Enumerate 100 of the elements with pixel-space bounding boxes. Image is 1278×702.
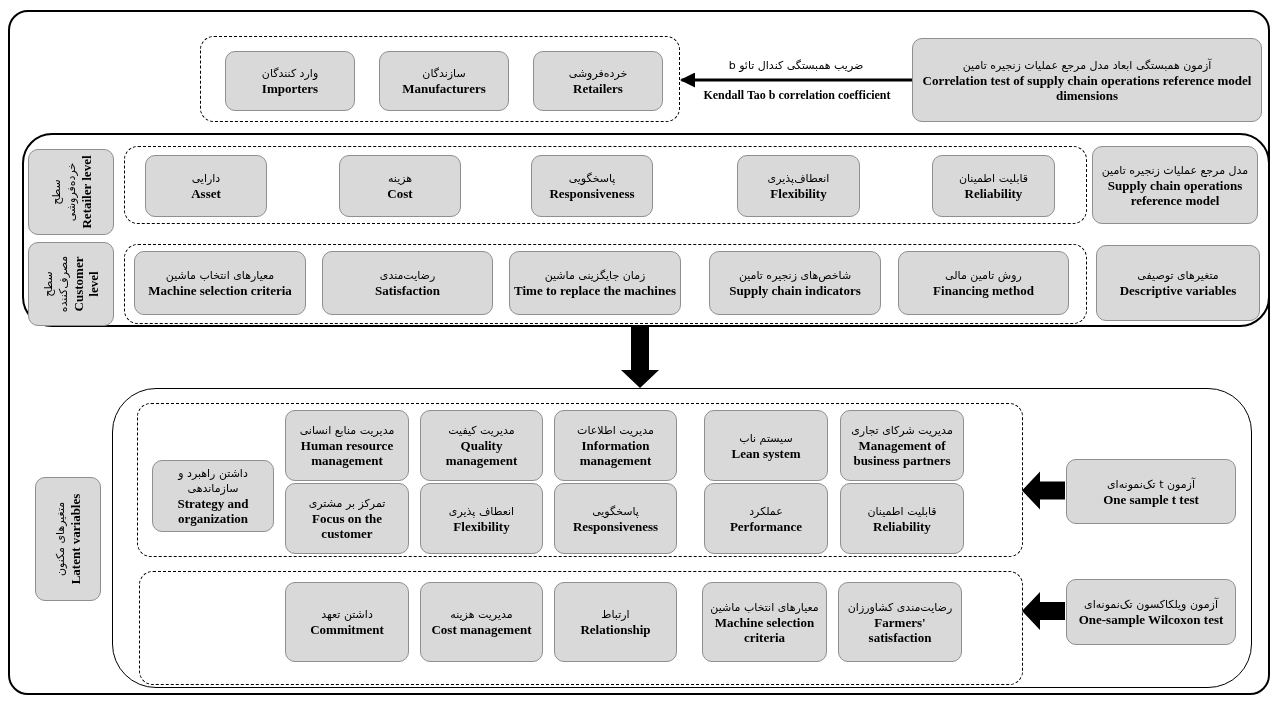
variable-box	[1066, 579, 1236, 645]
variable-box	[134, 251, 306, 315]
variable-box	[554, 410, 677, 481]
variable-box	[704, 483, 828, 554]
persian-label: رضایت‌مندی	[379, 268, 436, 283]
persian-label: متغیرهای توصیفی	[1137, 268, 1219, 283]
persian-label: عملکرد	[749, 503, 783, 519]
english-label: Reliability	[873, 518, 931, 534]
edge-label: Kendall Tao b correlation coefficient	[702, 88, 892, 103]
dashed-group	[139, 571, 1023, 685]
english-label: Supply chain indicators	[729, 283, 861, 298]
persian-label: هزینه	[387, 171, 413, 186]
persian-label: آزمون همبستگی ابعاد مدل مرجع عملیات زنجیره تامین	[962, 57, 1212, 73]
english-label: Strategy and organization	[176, 496, 250, 526]
persian-label: متغیرهای مکنون	[53, 501, 68, 577]
persian-label: داشتن راهبرد و سازماندهی	[176, 466, 249, 496]
persian-label: معیارهای انتخاب ماشین	[710, 599, 819, 615]
persian-label: سطح مصرف‌کننده	[41, 254, 71, 315]
variable-box	[145, 155, 267, 217]
dashed-group	[124, 146, 1087, 224]
english-label: Reliability	[964, 186, 1023, 201]
persian-label: انعطاف‌پذیری	[767, 171, 830, 186]
english-label: Human resource management	[299, 438, 395, 468]
persian-label: دارایی	[191, 171, 221, 186]
english-label: Time to replace the machines	[514, 283, 676, 298]
english-label: Information management	[578, 438, 653, 468]
english-label: Supply chain operations reference model	[1106, 177, 1244, 208]
persian-label: مدل مرجع عملیات زنجیره تامین	[1101, 162, 1249, 178]
variable-box	[702, 582, 827, 662]
persian-label: مدیریت منابع انسانی	[299, 423, 395, 438]
variable-box	[1096, 245, 1260, 321]
persian-label: مدیریت شرکای تجاری	[851, 423, 953, 438]
variable-box	[840, 483, 964, 554]
english-label: Machine selection criteria	[148, 283, 292, 298]
persian-label: آزمون t تک‌نمونه‌ای	[1107, 476, 1195, 492]
persian-label: خرده‌فروشی	[568, 66, 628, 81]
english-label: Focus on the customer	[310, 511, 384, 541]
persian-label: زمان جایگزینی ماشین	[544, 268, 646, 283]
level-box	[28, 149, 114, 235]
arrow	[680, 72, 912, 88]
english-label: Machine selection criteria	[713, 614, 816, 645]
english-label: Customer level	[71, 255, 101, 314]
english-label: Quality management	[444, 438, 519, 468]
dashed-group	[124, 244, 1087, 324]
variable-box	[840, 410, 964, 481]
variable-box	[531, 155, 653, 217]
variable-box	[709, 251, 881, 315]
block-arrow	[621, 327, 659, 388]
persian-label: مدیریت کیفیت	[448, 423, 515, 438]
variable-box	[1066, 459, 1236, 524]
variable-box	[285, 483, 409, 554]
variable-box	[420, 483, 543, 554]
variable-box	[509, 251, 681, 315]
english-label: Lean system	[731, 445, 801, 461]
english-label: Farmers' satisfaction	[867, 614, 933, 645]
persian-label: قابلیت اطمینان	[867, 503, 937, 519]
variable-box	[379, 51, 509, 111]
persian-label: سیستم ناب	[739, 430, 793, 446]
block-arrow	[1022, 471, 1065, 510]
variable-box	[704, 410, 828, 481]
persian-label: مدیریت هزینه	[450, 607, 513, 622]
variable-box	[285, 410, 409, 481]
variable-box	[737, 155, 860, 217]
variable-box	[1092, 146, 1258, 224]
dashed-group	[200, 36, 680, 122]
dashed-group	[137, 403, 1023, 557]
english-label: Descriptive variables	[1119, 283, 1237, 298]
persian-label: تمرکز بر مشتری	[308, 496, 386, 511]
english-label: One-sample Wilcoxon test	[1078, 612, 1224, 627]
english-label: Manufacturers	[402, 81, 486, 96]
persian-label: قابلیت اطمینان	[958, 171, 1029, 186]
variable-box	[932, 155, 1055, 217]
level-box	[35, 477, 101, 601]
english-label: Correlation test of supply chain operations reference model dimensions	[921, 72, 1253, 103]
english-label: Cost management	[431, 622, 532, 637]
block-arrow	[1022, 592, 1065, 630]
level-box	[28, 242, 114, 326]
persian-label: پاسخگویی	[568, 171, 616, 186]
annotation-text: ضریب همبستگی کندال تائو b	[727, 58, 865, 73]
variable-box	[225, 51, 355, 111]
english-label: Retailer level	[78, 155, 94, 229]
variable-box	[912, 38, 1262, 122]
english-label: Financing method	[933, 283, 1034, 298]
persian-label: مدیریت اطلاعات	[577, 423, 654, 438]
persian-label: شاخص‌های زنجیره تامین	[738, 268, 852, 283]
panel	[112, 388, 1252, 688]
variable-box	[285, 582, 409, 662]
persian-label: روش تامین مالی	[945, 268, 1022, 283]
persian-label: وارد کنندگان	[261, 66, 319, 81]
english-label: Latent variables	[68, 493, 83, 585]
variable-box	[533, 51, 663, 111]
persian-label: داشتن تعهد	[321, 607, 373, 622]
variable-box	[420, 582, 543, 662]
variable-box	[152, 460, 274, 532]
english-label: One sample t test	[1103, 491, 1199, 507]
panel	[22, 133, 1270, 327]
persian-label: آزمون ویلکاکسون تک‌نمونه‌ای	[1084, 597, 1218, 612]
persian-label: پاسخگویی	[592, 503, 639, 519]
english-label: Performance	[729, 518, 803, 534]
english-label: Commitment	[310, 622, 384, 637]
